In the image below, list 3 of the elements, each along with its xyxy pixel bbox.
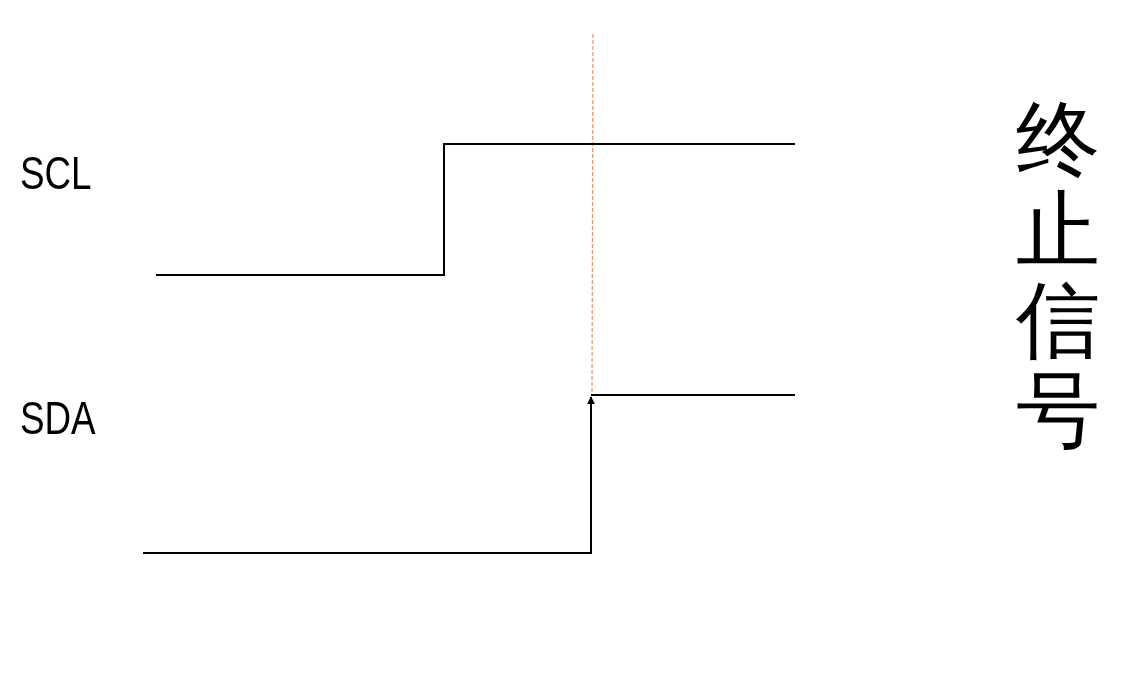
vertical-title: 终止信号 [1015,95,1101,455]
signal-label: SCL [20,150,92,196]
signal-label: SDA [20,395,96,441]
